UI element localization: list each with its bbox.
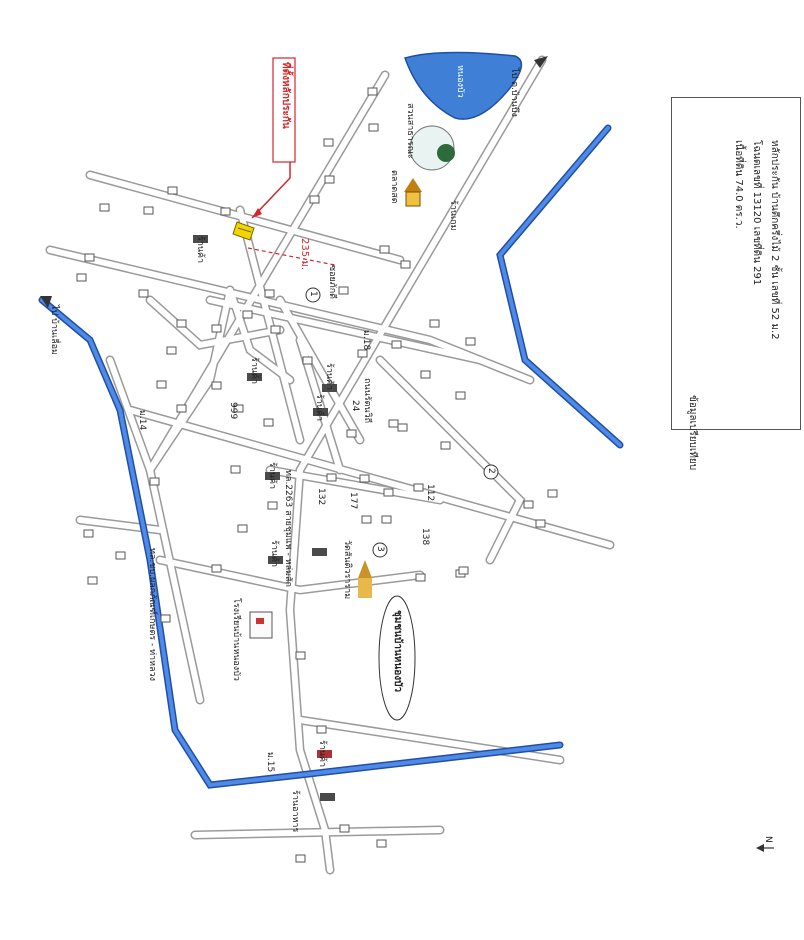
road-arrow-nw	[40, 296, 52, 308]
shop-icons	[193, 235, 337, 801]
map-label: ม.18	[361, 330, 371, 351]
legend-title-line1: หลักประกัน บ้านตึกครึ่งไม้ 2 ชั้น เลขที่…	[769, 140, 780, 340]
waterways	[38, 124, 624, 789]
school-icon	[249, 611, 273, 639]
road-label-ban-bung: ไป ต.บ้านบึง	[509, 68, 519, 117]
route-marker-3: 3	[375, 546, 385, 552]
community-label: ชุมชนบ้านหนองบัว	[392, 610, 403, 693]
route-marker-2: 2	[486, 468, 496, 474]
distance-line	[247, 247, 336, 266]
park-icon	[409, 125, 455, 171]
map-label: ร้านค้า	[195, 236, 205, 264]
road-label-ban-lueam: ไป บ้านเลื่อม	[49, 305, 59, 355]
canal-road-label: ทล.ชบ.ผลกภัณฑ์เกษตร - ท่าหลวง	[147, 548, 157, 681]
map-label: 24	[350, 400, 360, 412]
temple-icon	[358, 560, 372, 598]
house-symbols	[76, 87, 558, 863]
legend-box	[671, 97, 801, 430]
map-label: 999	[228, 402, 238, 420]
temple-label: วัดสันติวราราม	[342, 540, 352, 600]
route-markers	[305, 287, 499, 558]
map-label: ร้านค้า	[324, 363, 334, 391]
map-label: ร้านค้า	[269, 540, 279, 568]
map-label: ร้านค้า	[267, 462, 277, 490]
pond	[404, 51, 523, 120]
map-label: 112	[425, 484, 435, 502]
school-label: โรงเรียนบ้านหนองบัว	[231, 598, 241, 681]
location-callout	[272, 57, 296, 163]
collateral-marker	[232, 221, 255, 241]
pond-label: หนองบัว	[455, 65, 465, 98]
river-east	[496, 124, 624, 449]
park-label: สวนสาธารณะ	[405, 103, 415, 159]
legend-area: เนื้อที่ดิน 74.0 ตร.ว.	[733, 140, 744, 229]
route-marker-1: 1	[308, 291, 318, 297]
market-icon	[404, 178, 422, 207]
compass-arrow	[756, 844, 774, 852]
legend-title-line2: โฉนดเลขที่ 13120 เลขที่ดิน 291	[751, 140, 762, 286]
map-label: ร้านค้า	[317, 740, 327, 768]
community-area	[378, 595, 416, 721]
map-label: ร้านค้า	[314, 394, 324, 422]
distance-label: 235 ม.	[299, 238, 310, 271]
market-label: ตลาดสด	[389, 170, 399, 204]
map-label: ม.14	[137, 410, 147, 431]
map-label: 177	[348, 492, 358, 510]
map-label: ซอยภักดี	[327, 265, 337, 300]
road-arrow-ne	[534, 56, 548, 68]
map-label: 138	[420, 528, 430, 546]
map-label: ม.15	[265, 752, 275, 773]
highway-label: ทล.2263 สายชุมแพ - หล่มสัก	[283, 470, 293, 587]
map-label: ร้านเกม	[448, 200, 458, 231]
map-label: ร้านค้า	[249, 357, 259, 385]
map-label: 132	[316, 488, 326, 506]
location-arrow	[251, 162, 291, 219]
compass-label: N	[763, 836, 773, 843]
ramp-road-label: ถนนรัตนวิถี	[362, 378, 372, 424]
map-label: ร้านอาหาร	[290, 790, 300, 833]
legend-comparable: ข้อมูลเปรียบเทียบ	[687, 395, 698, 471]
collateral-location-label: ที่ตั้งหลักประกัน	[280, 62, 291, 129]
